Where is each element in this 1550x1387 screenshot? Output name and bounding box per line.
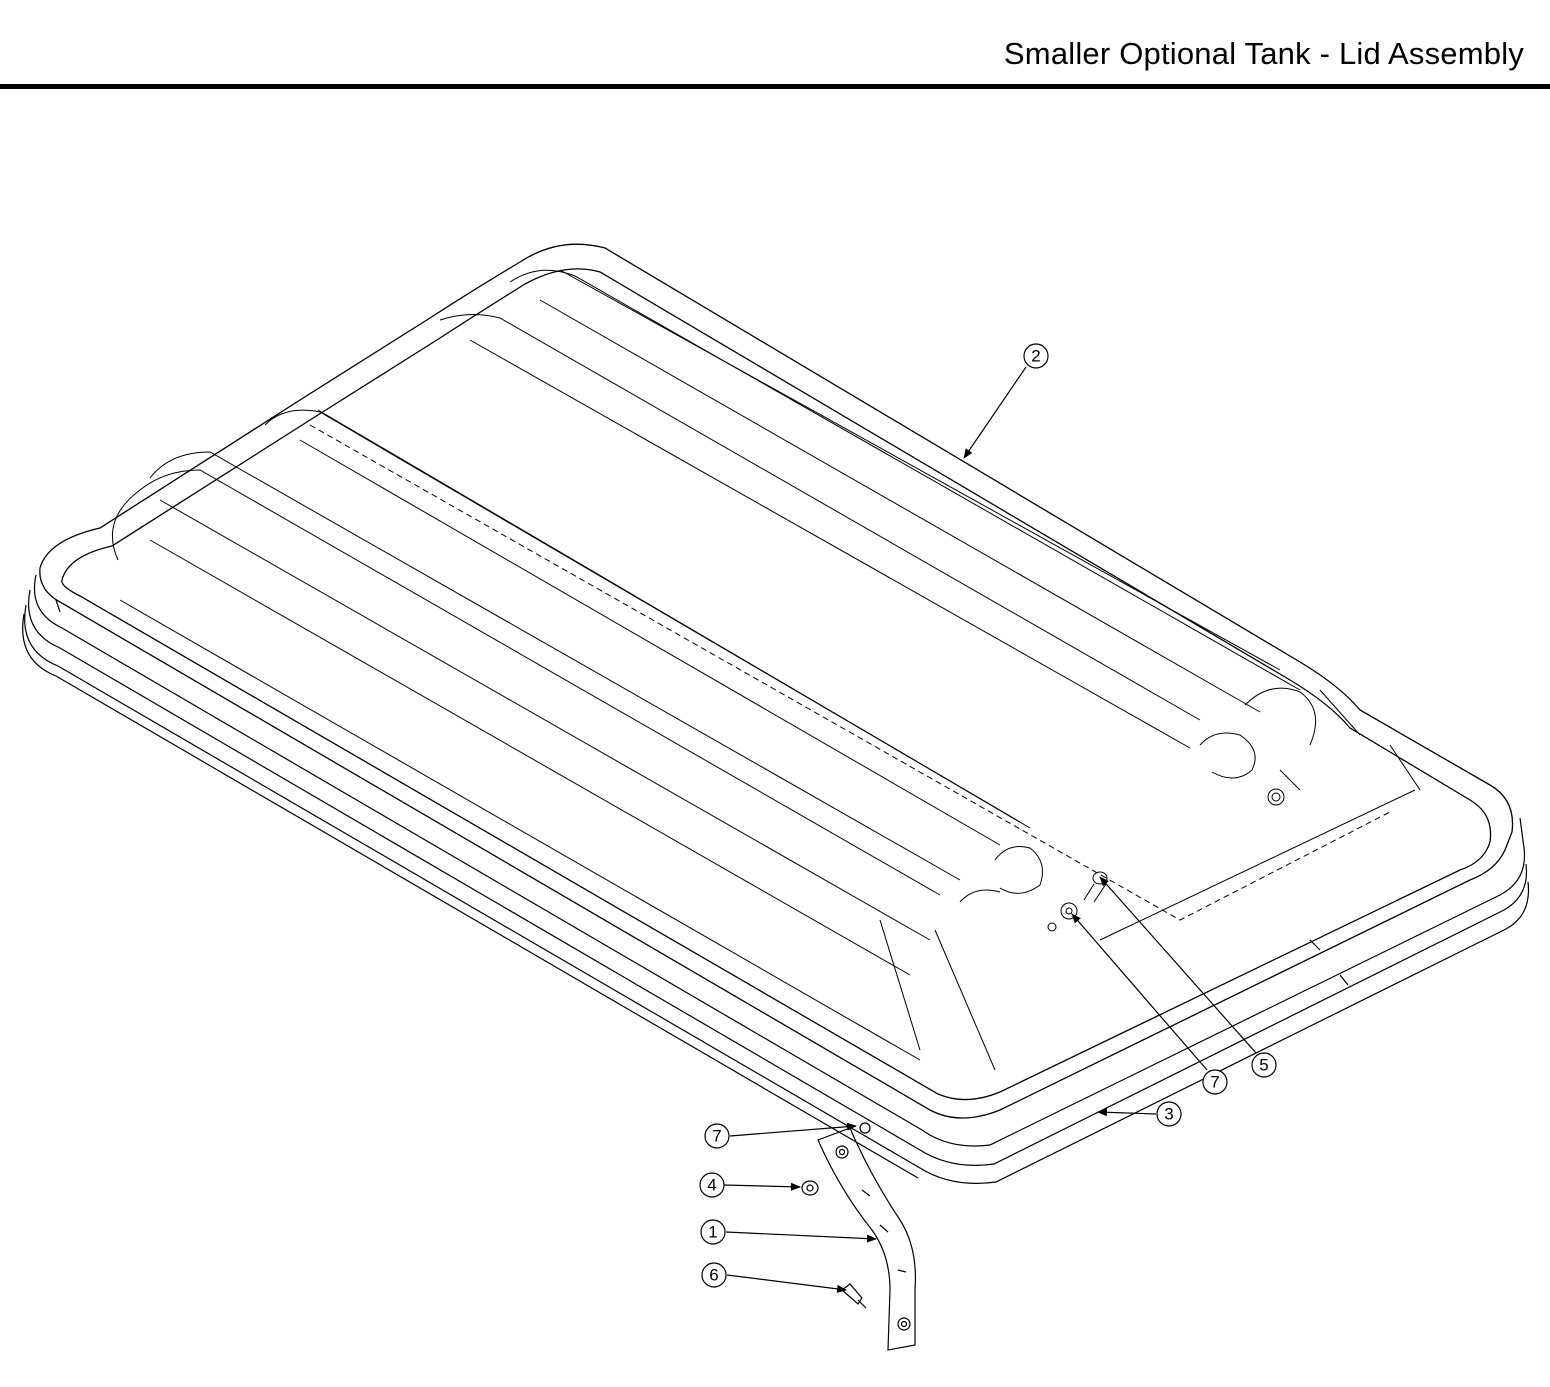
callout-1: 1 — [700, 1219, 726, 1245]
lid-shell — [39, 243, 1514, 1119]
callout-4: 4 — [699, 1172, 725, 1198]
title-rule — [0, 84, 1550, 89]
lid-ribs — [111, 269, 1421, 1071]
callout-2: 2 — [1023, 343, 1049, 369]
callout-1-label: 1 — [708, 1223, 717, 1242]
leader-lines — [723, 366, 1257, 1293]
lid-rim — [22, 574, 1530, 1184]
page-title: Smaller Optional Tank - Lid Assembly — [1003, 36, 1524, 71]
callout-2-label: 2 — [1031, 347, 1040, 366]
callout-7-upper-label: 7 — [1210, 1073, 1219, 1092]
callout-3-label: 3 — [1164, 1105, 1173, 1124]
callout-5: 5 — [1251, 1052, 1277, 1078]
callout-4-label: 4 — [707, 1176, 716, 1195]
callout-3: 3 — [1156, 1101, 1182, 1127]
callout-5-label: 5 — [1259, 1056, 1268, 1075]
lid-hardware — [1047, 788, 1285, 932]
callout-7-lower: 7 — [704, 1123, 730, 1149]
callout-7-lower-label: 7 — [712, 1127, 721, 1146]
callout-7-upper: 7 — [1202, 1069, 1228, 1095]
lid-strap — [801, 1122, 917, 1351]
callout-6-label: 6 — [709, 1266, 718, 1285]
callout-6: 6 — [701, 1262, 727, 1288]
